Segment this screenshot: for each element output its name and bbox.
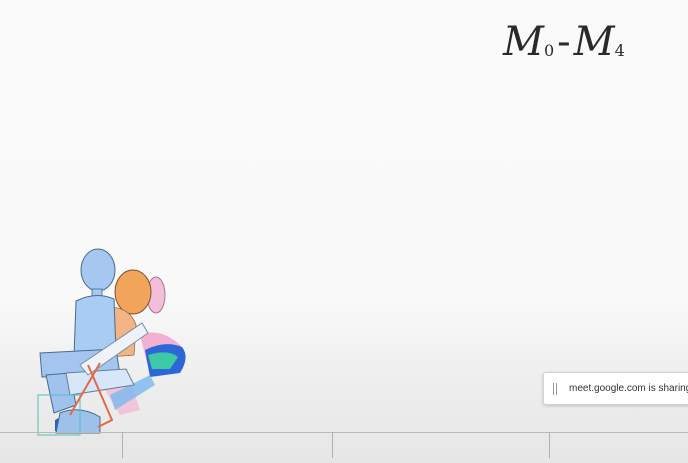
title-left: M0	[503, 19, 554, 65]
slide-title: M0-M4	[503, 19, 625, 65]
ground-tick	[122, 432, 123, 458]
squatting-figures-illustration	[37, 248, 186, 436]
title-right-symbol: M	[573, 19, 615, 65]
skeleton-lines	[69, 362, 114, 428]
ground-tick	[549, 432, 550, 458]
blue-figure	[37, 248, 149, 436]
title-left-subscript: 0	[543, 41, 554, 60]
ground-line	[0, 432, 688, 433]
ground-tick	[332, 432, 333, 458]
screen-share-notification[interactable]: meet.google.com is sharing yo	[543, 372, 688, 405]
title-right-subscript: 4	[614, 41, 625, 60]
title-left-symbol: M	[503, 19, 544, 65]
title-dash: -	[557, 19, 570, 65]
title-right: M4	[573, 19, 625, 65]
drag-handle-icon[interactable]	[553, 382, 557, 395]
share-notification-text: meet.google.com is sharing yo	[569, 383, 688, 394]
